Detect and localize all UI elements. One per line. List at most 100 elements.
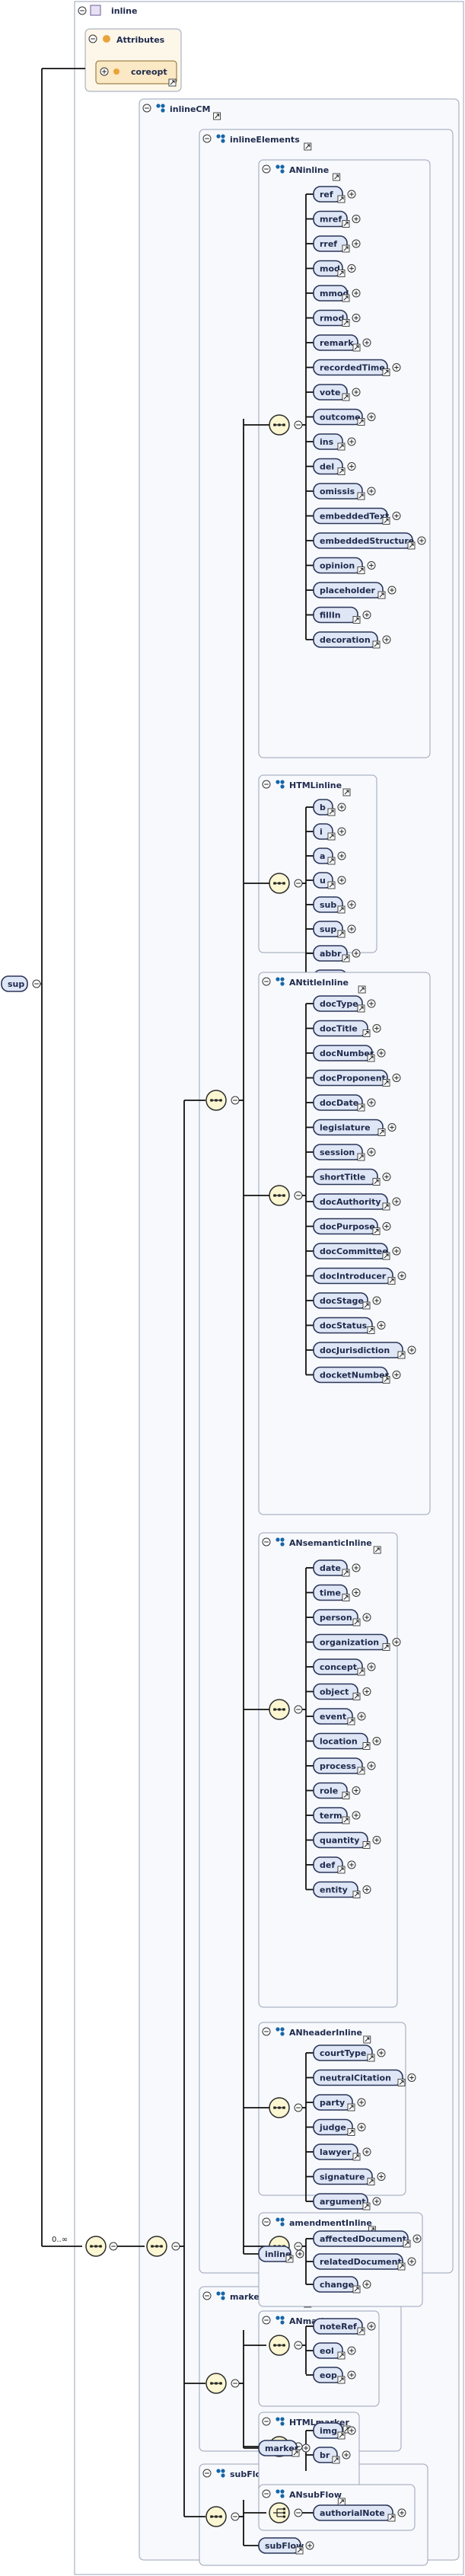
element-rmod[interactable]: rmod bbox=[313, 309, 348, 327]
element-del[interactable]: del bbox=[313, 458, 343, 475]
element-sup-link-icon[interactable] bbox=[337, 930, 346, 938]
element-authorialNote-expand-icon[interactable] bbox=[397, 2508, 406, 2517]
root-collapse-icon[interactable] bbox=[78, 6, 87, 15]
element-person-expand-icon[interactable] bbox=[362, 1613, 371, 1622]
element-entity[interactable]: entity bbox=[313, 1881, 358, 1898]
element-docAuthority[interactable]: docAuthority bbox=[313, 1193, 388, 1210]
element-judge-expand-icon[interactable] bbox=[357, 2123, 366, 2131]
element-event-link-icon[interactable] bbox=[347, 1717, 355, 1725]
element-organization-link-icon[interactable] bbox=[382, 1643, 390, 1651]
element-vote[interactable]: vote bbox=[313, 384, 348, 401]
element-eop-expand-icon[interactable] bbox=[347, 2370, 356, 2380]
element-signature-link-icon[interactable] bbox=[367, 2178, 375, 2185]
element-session-expand-icon[interactable] bbox=[367, 1148, 376, 1157]
group-ANtitleInline-link-icon[interactable] bbox=[358, 985, 366, 994]
element-authorialNote[interactable]: authorialNote bbox=[313, 2504, 393, 2521]
element-recordedTime-expand-icon[interactable] bbox=[392, 363, 401, 372]
element-affectedDocument-expand-icon[interactable] bbox=[412, 2234, 422, 2243]
element-object-expand-icon[interactable] bbox=[362, 1687, 371, 1696]
element-date[interactable]: date bbox=[313, 1559, 348, 1576]
element-noteRef-expand-icon[interactable] bbox=[367, 2322, 376, 2331]
element-fillIn[interactable]: fillIn bbox=[313, 606, 358, 624]
element-docTitle-link-icon[interactable] bbox=[362, 1029, 371, 1037]
element-decoration[interactable]: decoration bbox=[313, 631, 378, 648]
group-ANmarker-collapse-icon[interactable] bbox=[262, 2316, 271, 2325]
element-opinion-link-icon[interactable] bbox=[357, 567, 365, 574]
element-date-expand-icon[interactable] bbox=[352, 1563, 361, 1572]
group-inlineCM-collapse-icon[interactable] bbox=[142, 104, 151, 113]
element-ins-link-icon[interactable] bbox=[337, 442, 346, 451]
element-a-expand-icon[interactable] bbox=[337, 851, 346, 860]
element-docType-expand-icon[interactable] bbox=[367, 999, 376, 1008]
element-br[interactable]: br bbox=[313, 2447, 338, 2463]
element-eop[interactable]: eop bbox=[313, 2367, 343, 2383]
element-placeholder[interactable]: placeholder bbox=[313, 582, 384, 599]
element-mref-link-icon[interactable] bbox=[342, 220, 350, 228]
element-i-expand-icon[interactable] bbox=[337, 827, 346, 836]
element-docIntroducer-link-icon[interactable] bbox=[387, 1277, 396, 1285]
element-term-expand-icon[interactable] bbox=[352, 1811, 361, 1820]
element-docIntroducer[interactable]: docIntroducer bbox=[313, 1267, 393, 1285]
element-docketNumber-expand-icon[interactable] bbox=[392, 1371, 401, 1379]
element-opinion[interactable]: opinion bbox=[313, 557, 363, 574]
element-relatedDocument-expand-icon[interactable] bbox=[407, 2257, 416, 2266]
element-ins[interactable]: ins bbox=[313, 433, 343, 450]
element-docStatus[interactable]: docStatus bbox=[313, 1317, 373, 1334]
element-eop-link-icon[interactable] bbox=[337, 2376, 346, 2384]
element-relatedDocument[interactable]: relatedDocument bbox=[313, 2253, 403, 2270]
element-inline-tail[interactable]: inline bbox=[258, 2246, 291, 2262]
element-fillIn-link-icon[interactable] bbox=[352, 616, 361, 624]
element-docketNumber[interactable]: docketNumber bbox=[313, 1366, 390, 1384]
element-docStage-expand-icon[interactable] bbox=[372, 1296, 381, 1305]
element-mmod[interactable]: mmod bbox=[313, 285, 349, 302]
element-img-link-icon[interactable] bbox=[337, 2431, 346, 2440]
element-legislature-expand-icon[interactable] bbox=[387, 1123, 397, 1132]
element-event[interactable]: event bbox=[313, 1708, 353, 1725]
element-rref[interactable]: rref bbox=[313, 235, 348, 252]
coreopt-expand-icon[interactable] bbox=[100, 67, 109, 76]
element-img[interactable]: img bbox=[313, 2422, 343, 2439]
element-u-expand-icon[interactable] bbox=[337, 876, 346, 885]
group-ANinline-link-icon[interactable] bbox=[333, 173, 341, 181]
element-rmod-expand-icon[interactable] bbox=[352, 314, 361, 322]
element-ref[interactable]: ref bbox=[313, 186, 343, 203]
element-argument[interactable]: argument bbox=[313, 2193, 368, 2210]
element-mref[interactable]: mref bbox=[313, 210, 348, 228]
element-embeddedStructure-link-icon[interactable] bbox=[407, 541, 416, 550]
element-party-link-icon[interactable] bbox=[347, 2103, 355, 2112]
element-process[interactable]: process bbox=[313, 1757, 363, 1774]
element-a-link-icon[interactable] bbox=[327, 857, 336, 865]
element-sub-link-icon[interactable] bbox=[337, 905, 346, 914]
element-inline-tail-link-icon[interactable] bbox=[285, 2255, 294, 2263]
element-del-link-icon[interactable] bbox=[337, 468, 346, 475]
element-mmod-expand-icon[interactable] bbox=[352, 289, 361, 298]
element-mod-expand-icon[interactable] bbox=[347, 264, 356, 273]
element-docProponent-expand-icon[interactable] bbox=[392, 1074, 401, 1082]
element-docStage-link-icon[interactable] bbox=[362, 1301, 371, 1310]
collapse-toggle[interactable] bbox=[294, 2341, 303, 2350]
element-entity-expand-icon[interactable] bbox=[362, 1885, 371, 1894]
element-docJurisdiction[interactable]: docJurisdiction bbox=[313, 1342, 403, 1358]
element-i-link-icon[interactable] bbox=[327, 832, 336, 841]
element-role-link-icon[interactable] bbox=[342, 1792, 350, 1799]
element-docketNumber-link-icon[interactable] bbox=[382, 1376, 390, 1384]
element-courtType-link-icon[interactable] bbox=[367, 2054, 375, 2062]
element-embeddedStructure[interactable]: embeddedStructure bbox=[313, 532, 414, 549]
group-HTMLmarker-collapse-icon[interactable] bbox=[262, 2417, 271, 2426]
element-decoration-expand-icon[interactable] bbox=[382, 635, 391, 644]
element-neutralCitation-expand-icon[interactable] bbox=[407, 2073, 416, 2082]
element-ref-link-icon[interactable] bbox=[337, 195, 346, 203]
element-shortTitle-link-icon[interactable] bbox=[372, 1178, 381, 1186]
element-quantity-expand-icon[interactable] bbox=[372, 1836, 381, 1844]
element-session-link-icon[interactable] bbox=[357, 1153, 365, 1161]
element-outcome-expand-icon[interactable] bbox=[367, 413, 376, 421]
element-docStatus-link-icon[interactable] bbox=[367, 1326, 375, 1334]
collapse-toggle[interactable] bbox=[294, 1191, 303, 1200]
element-remark-expand-icon[interactable] bbox=[362, 338, 371, 347]
element-docStatus-expand-icon[interactable] bbox=[377, 1321, 386, 1329]
element-eol[interactable]: eol bbox=[313, 2342, 343, 2359]
element-docPurpose-link-icon[interactable] bbox=[372, 1227, 381, 1235]
element-u-link-icon[interactable] bbox=[327, 881, 336, 889]
element-docCommittee-link-icon[interactable] bbox=[382, 1252, 390, 1260]
element-mmod-link-icon[interactable] bbox=[342, 294, 350, 302]
